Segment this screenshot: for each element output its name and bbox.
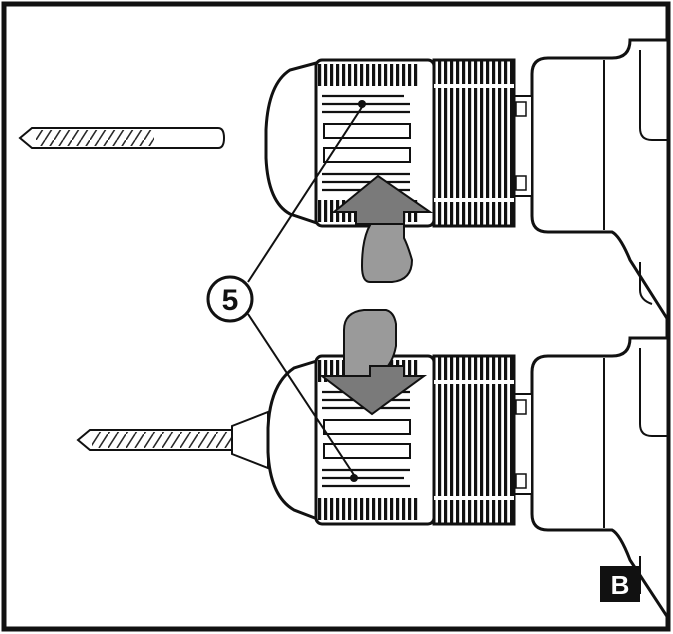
- arrow-up-icon: [331, 174, 434, 283]
- arrow-down-icon: [319, 309, 428, 416]
- callout-5: 5: [206, 100, 366, 482]
- chuck-top: [264, 58, 516, 228]
- drill-bit-loose: [18, 127, 226, 149]
- drill-body-bottom: [511, 336, 670, 624]
- step-tighten: [76, 309, 670, 624]
- drill-bit-inserted: [76, 410, 269, 470]
- callout-number: 5: [222, 284, 239, 317]
- step-loosen: [18, 38, 670, 326]
- panel-label: B: [611, 570, 630, 600]
- drill-body-top: [511, 38, 670, 326]
- panel-label-badge: B: [600, 566, 640, 602]
